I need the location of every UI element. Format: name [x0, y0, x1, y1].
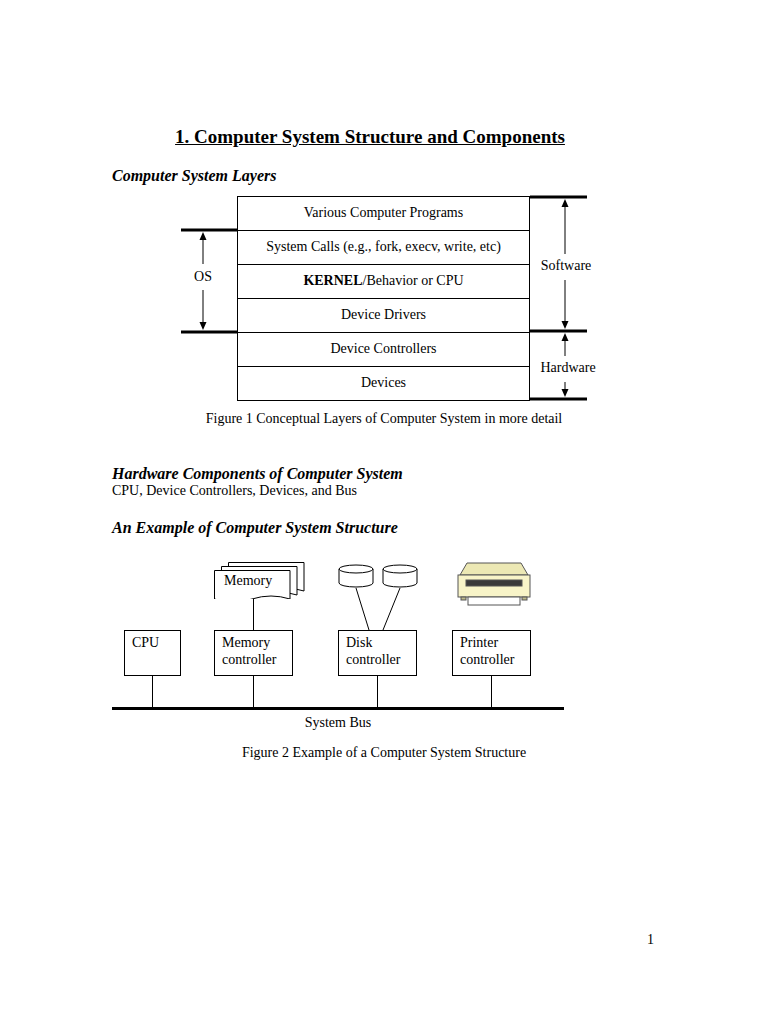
layer-row: Various Computer Programs: [237, 196, 530, 231]
controller-box: Disk controller: [338, 630, 417, 676]
controller-box: Printer controller: [452, 630, 531, 676]
bracket-rule: [530, 398, 587, 401]
page-number: 1: [647, 932, 654, 948]
bracket-arrow: [565, 382, 566, 390]
node-text: Disk controller: [346, 635, 409, 669]
controller-box: CPU: [124, 630, 181, 676]
printer-icon: [460, 563, 528, 575]
node-text: Memory: [224, 573, 272, 589]
node-text: CPU: [132, 635, 159, 652]
system-bus: System Bus: [112, 707, 564, 733]
section-heading: Hardware Components of Computer System: [112, 465, 403, 483]
node-text: Various Computer Programs: [304, 205, 463, 221]
layer-row: System Calls (e.g., fork, execv, write, …: [237, 230, 530, 265]
node-text: KERNEL: [303, 273, 362, 289]
arrow-head: [562, 333, 569, 341]
figure-caption: Figure 2 Example of a Computer System St…: [242, 745, 526, 761]
node-text: System Calls (e.g., fork, execv, write, …: [266, 239, 501, 255]
node-text: Device Drivers: [341, 307, 426, 323]
bracket-rule: [530, 330, 587, 333]
bracket-rule: [181, 331, 237, 334]
node-text: Devices: [361, 375, 406, 391]
bracket-arrow: [565, 340, 566, 356]
memory-sheet: [215, 571, 291, 600]
arrow-head: [200, 322, 207, 330]
disk-symbol: [339, 565, 373, 573]
arrow-head: [562, 389, 569, 397]
node-text: Printer controller: [460, 635, 523, 669]
bus-connector: [377, 676, 378, 707]
bracket-arrow: [565, 280, 566, 322]
figure-caption: Figure 1 Conceptual Layers of Computer S…: [206, 411, 563, 427]
bracket-rule: [530, 196, 587, 199]
printer-icon: [461, 597, 466, 600]
layer-row: Device Controllers: [237, 332, 530, 367]
bus-connector: [491, 676, 492, 707]
arrow-head: [562, 199, 569, 207]
arrow-head: [200, 232, 207, 240]
printer-icon: [468, 597, 520, 605]
bracket-label: Hardware: [540, 360, 595, 376]
section-heading: An Example of Computer System Structure: [112, 519, 398, 537]
layer-row: Devices: [237, 366, 530, 401]
printer-icon: [458, 575, 530, 597]
bracket-arrow: [565, 206, 566, 254]
node-text: System Bus: [303, 715, 374, 731]
bus-connector: [152, 676, 153, 707]
node-text: Device Controllers: [330, 341, 436, 357]
disk-wire: [383, 588, 400, 630]
printer-icon: [522, 597, 527, 600]
node-text: /Behavior or CPU: [363, 273, 464, 289]
bracket-rule: [181, 229, 237, 232]
node-text: Memory controller: [222, 635, 285, 669]
printer-icon: [466, 580, 522, 586]
disk-symbol: [383, 565, 417, 573]
bus-connector: [253, 676, 254, 707]
disk-wire: [356, 588, 369, 630]
body-text: CPU, Device Controllers, Devices, and Bu…: [112, 483, 357, 499]
section-heading: Computer System Layers: [112, 167, 276, 185]
bracket-arrow: [203, 239, 204, 264]
layer-row: Device Drivers: [237, 298, 530, 333]
bracket-label: Software: [541, 258, 592, 274]
bus-connector: [253, 599, 254, 630]
layer-row: KERNEL/Behavior or CPU: [237, 264, 530, 299]
bracket-label: OS: [194, 269, 212, 285]
controller-box: Memory controller: [214, 630, 293, 676]
arrow-head: [562, 321, 569, 329]
page-title: 1. Computer System Structure and Compone…: [175, 126, 565, 148]
memory-stack: Memory: [214, 562, 306, 599]
bracket-arrow: [203, 290, 204, 323]
